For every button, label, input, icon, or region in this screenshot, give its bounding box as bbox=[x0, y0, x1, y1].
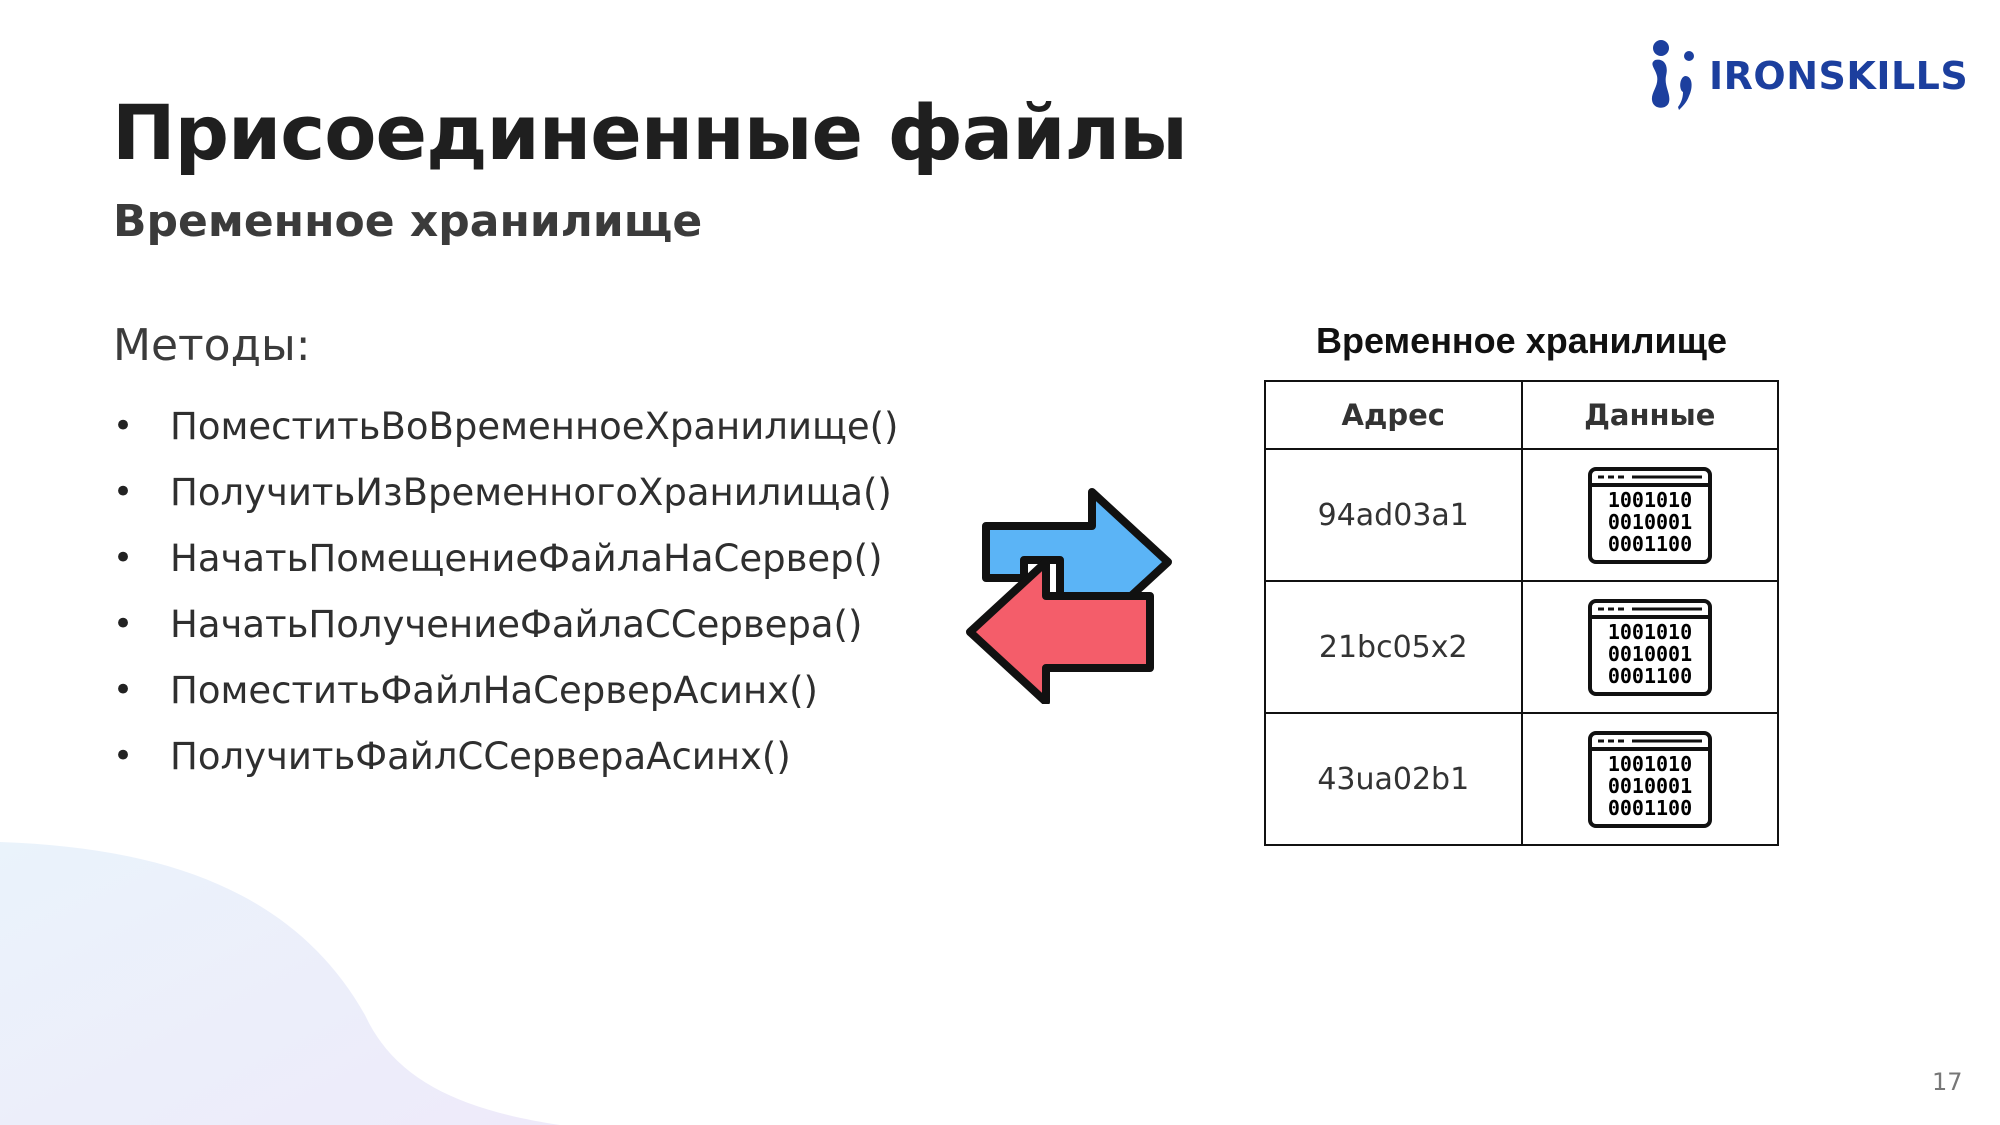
table-row: 43ua02b1 1001010 0010001 0001100 bbox=[1264, 712, 1779, 846]
page-number: 17 bbox=[1932, 1068, 1963, 1096]
binary-line: 0010001 bbox=[1608, 642, 1692, 666]
storage-table: Адрес Данные 94ad03a1 bbox=[1264, 380, 1779, 846]
method-name: ПоместитьФайлНаСерверАсинх() bbox=[170, 668, 818, 712]
binary-line: 1001010 bbox=[1608, 488, 1692, 512]
list-item: • ПолучитьФайлССервераАсинх() bbox=[113, 723, 933, 789]
bullet-icon: • bbox=[113, 736, 134, 776]
bullet-icon: • bbox=[113, 670, 134, 710]
address-cell: 43ua02b1 bbox=[1264, 712, 1523, 846]
slide-subtitle: Временное хранилище bbox=[113, 196, 703, 247]
bullet-icon: • bbox=[113, 472, 134, 512]
binary-line: 0010001 bbox=[1608, 510, 1692, 534]
method-name: НачатьПолучениеФайлаССервера() bbox=[170, 602, 863, 646]
method-name: ПолучитьФайлССервераАсинх() bbox=[170, 734, 791, 778]
data-cell: 1001010 0010001 0001100 bbox=[1520, 580, 1779, 714]
binary-line: 0001100 bbox=[1608, 532, 1692, 556]
table-row: 94ad03a1 1001010 0010001 0001100 bbox=[1264, 448, 1779, 582]
table-row: 21bc05x2 1001010 0010001 0001100 bbox=[1264, 580, 1779, 714]
bullet-icon: • bbox=[113, 604, 134, 644]
method-name: ПоместитьВоВременноеХранилище() bbox=[170, 404, 899, 448]
binary-data-icon: 1001010 0010001 0001100 bbox=[1587, 730, 1712, 828]
temporary-storage: Временное хранилище Адрес Данные 94ad03a… bbox=[1264, 320, 1779, 846]
data-cell: 1001010 0010001 0001100 bbox=[1520, 712, 1779, 846]
binary-data-icon: 1001010 0010001 0001100 bbox=[1587, 466, 1712, 564]
data-cell: 1001010 0010001 0001100 bbox=[1520, 448, 1779, 582]
data-column-header: Данные bbox=[1520, 380, 1779, 450]
binary-line: 0001100 bbox=[1608, 796, 1692, 820]
list-item: • ПолучитьИзВременногоХранилища() bbox=[113, 459, 933, 525]
method-name: НачатьПомещениеФайлаНаСервер() bbox=[170, 536, 883, 580]
binary-line: 0001100 bbox=[1608, 664, 1692, 688]
ironskills-logo: IRONSKILLS bbox=[1645, 36, 1975, 116]
address-cell: 94ad03a1 bbox=[1264, 448, 1523, 582]
method-name: ПолучитьИзВременногоХранилища() bbox=[170, 470, 892, 514]
table-header-row: Адрес Данные bbox=[1264, 380, 1779, 450]
binary-line: 1001010 bbox=[1608, 752, 1692, 776]
list-item: • ПоместитьВоВременноеХранилище() bbox=[113, 393, 933, 459]
exchange-arrows-icon bbox=[966, 488, 1172, 704]
method-list: • ПоместитьВоВременноеХранилище() • Полу… bbox=[113, 393, 933, 789]
list-item: • ПоместитьФайлНаСерверАсинх() bbox=[113, 657, 933, 723]
methods-section: Методы: • ПоместитьВоВременноеХранилище(… bbox=[113, 320, 933, 789]
binary-data-icon: 1001010 0010001 0001100 bbox=[1587, 598, 1712, 696]
ironskills-logo-icon bbox=[1651, 40, 1694, 110]
storage-caption: Временное хранилище bbox=[1316, 320, 1727, 361]
bullet-icon: • bbox=[113, 406, 134, 446]
list-item: • НачатьПолучениеФайлаССервера() bbox=[113, 591, 933, 657]
list-item: • НачатьПомещениеФайлаНаСервер() bbox=[113, 525, 933, 591]
methods-heading: Методы: bbox=[113, 320, 311, 371]
logo-text: IRONSKILLS bbox=[1709, 54, 1969, 98]
address-cell: 21bc05x2 bbox=[1264, 580, 1523, 714]
slide-title: Присоединенные файлы bbox=[112, 88, 1188, 177]
binary-line: 0010001 bbox=[1608, 774, 1692, 798]
address-column-header: Адрес bbox=[1264, 380, 1523, 450]
binary-line: 1001010 bbox=[1608, 620, 1692, 644]
bullet-icon: • bbox=[113, 538, 134, 578]
